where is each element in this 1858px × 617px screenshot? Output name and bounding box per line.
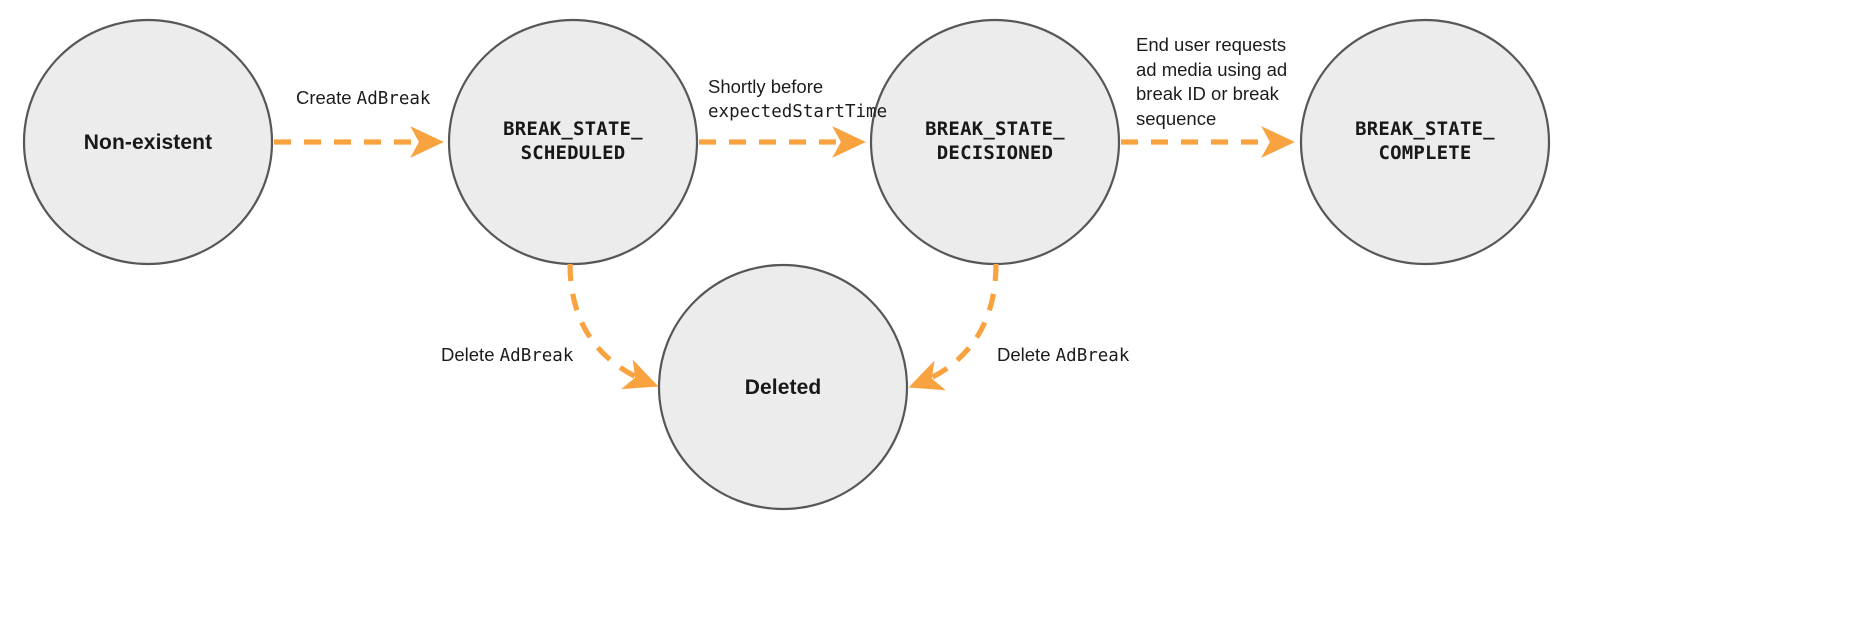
node-break-state-scheduled[interactable] (447, 18, 699, 266)
edge-delete-adbreak-from-scheduled (567, 263, 659, 390)
node-deleted[interactable] (657, 263, 909, 511)
node-break-state-complete[interactable] (1299, 18, 1551, 266)
node-break-state-decisioned[interactable] (869, 18, 1121, 266)
edge-delete-adbreak-from-decisioned (908, 263, 999, 391)
node-non-existent[interactable] (22, 18, 274, 266)
